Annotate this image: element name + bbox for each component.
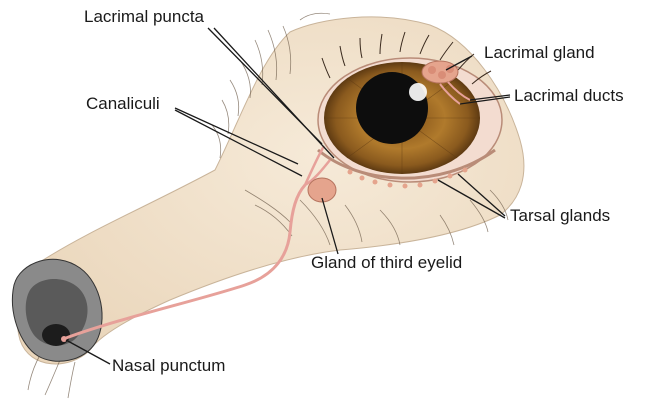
label-lacrimal-gland: Lacrimal gland (484, 44, 595, 61)
label-tarsal-glands: Tarsal glands (510, 207, 610, 224)
pupil (356, 72, 428, 144)
label-gland-third-eyelid: Gland of third eyelid (311, 254, 462, 271)
label-lacrimal-ducts: Lacrimal ducts (514, 87, 624, 104)
lacrimal-gland (422, 61, 458, 83)
label-lacrimal-puncta: Lacrimal puncta (84, 8, 204, 25)
label-canaliculi: Canaliculi (86, 95, 160, 112)
label-nasal-punctum: Nasal punctum (112, 357, 225, 374)
